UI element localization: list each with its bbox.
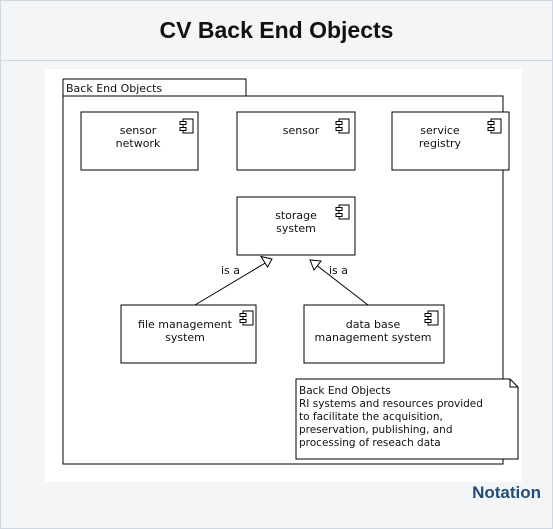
note-line: to facilitate the acquisition, (299, 411, 443, 423)
component-label: sensor (283, 124, 320, 137)
component-label: storage (275, 209, 317, 222)
component-label: system (276, 222, 316, 235)
generalization-file-to-storage: is a (194, 255, 273, 306)
notation-link[interactable]: Notation (472, 483, 541, 502)
package-back-end-objects: Back End Objects (62, 78, 504, 465)
relation-label: is a (329, 264, 348, 277)
component-label: sensor (120, 124, 157, 137)
uml-component-diagram: Back End Objects sensor network sensor s… (62, 78, 519, 465)
note-line: preservation, publishing, and (299, 424, 453, 436)
component-label: file management (138, 318, 233, 331)
component-label: network (116, 137, 161, 150)
hollow-arrowhead (259, 255, 273, 268)
diagram-area: Back End Objects sensor network sensor s… (45, 69, 522, 482)
component-data-base-management-system[interactable]: data base management system (303, 304, 445, 364)
component-label: system (165, 331, 205, 344)
hollow-arrowhead (309, 259, 322, 271)
panel-header: CV Back End Objects (1, 1, 552, 61)
component-storage-system[interactable]: storage system (236, 196, 356, 256)
panel-title: CV Back End Objects (159, 17, 394, 43)
note-back-end-objects: Back End Objects RI systems and resource… (295, 378, 519, 460)
component-sensor-network[interactable]: sensor network (80, 111, 199, 171)
generalization-db-to-storage: is a (309, 259, 369, 306)
note-fold (509, 379, 518, 388)
package-label: Back End Objects (66, 82, 162, 95)
component-label: data base (346, 318, 401, 331)
component-file-management-system[interactable]: file management system (120, 304, 257, 364)
note-line: RI systems and resources provided (299, 398, 483, 410)
component-label: service (420, 124, 460, 137)
component-label: management system (315, 331, 432, 344)
note-line: Back End Objects (299, 385, 391, 397)
component-service-registry[interactable]: service registry (391, 111, 510, 171)
note-line: processing of reseach data (299, 437, 441, 449)
relation-label: is a (221, 264, 240, 277)
component-label: registry (419, 137, 462, 150)
component-sensor[interactable]: sensor (236, 111, 356, 171)
